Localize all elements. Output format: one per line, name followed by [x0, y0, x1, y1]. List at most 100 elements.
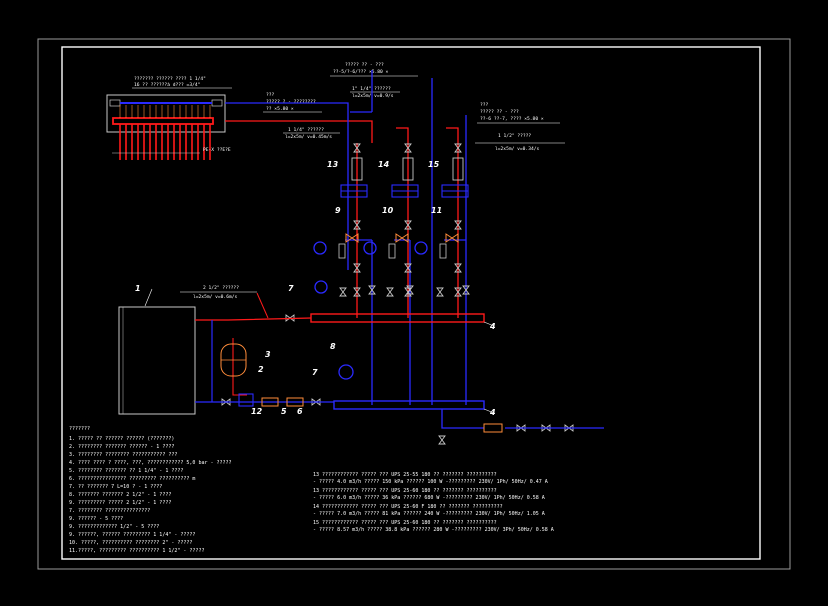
- main-pipe-label-line2: l=2x5m/ v=0.6m/s: [193, 294, 237, 300]
- legend-title: ???????: [69, 426, 90, 432]
- pipe1-label-line2: l=2x5m/ v=0.9/s: [352, 93, 394, 99]
- legend-item: 9. ????????????? 1/2" - 5 ????: [69, 524, 159, 530]
- riser-top-line1: ????? ?? - ???: [345, 62, 384, 68]
- right-label-line1: ???: [480, 102, 489, 108]
- circulation-pumps: [340, 157, 469, 198]
- item-number-3: 3: [265, 350, 271, 359]
- valve-symbol: [404, 263, 412, 273]
- right-label-line3: ??-6 ??-7, ???? ×5.80 ×: [480, 116, 544, 122]
- outer-frame: [37, 38, 791, 570]
- valve-symbol: [516, 424, 526, 432]
- floor-heating-collector: ??????? ?????? ???? 1 1/4" 16 ?? ??????à…: [106, 76, 373, 270]
- valve-symbol: [564, 424, 574, 432]
- pump-spec-line2: - ????? 8.57 m3/h ????? 38.8 kPa ?????? …: [313, 527, 554, 533]
- collector-tag: PE-X ??E?E: [203, 147, 231, 153]
- legend-item: 3. ???????? ???????? ??????????? ???: [69, 452, 177, 458]
- collector-loops: [119, 105, 211, 160]
- item-number-10: 10: [382, 206, 394, 215]
- riser-mid-line2: ????? ? - ????????: [266, 99, 316, 105]
- legend: ??????? 1. ????? ?? ?????? ?????? (?????…: [69, 426, 232, 554]
- legend-item: 9. ????????? ????? 2 1/2" - 1 ????: [69, 500, 171, 506]
- drawing-border: [61, 46, 761, 560]
- item-number-1: 1: [135, 284, 141, 293]
- valve-symbol: [311, 398, 321, 406]
- three-way-valve: [345, 233, 359, 243]
- three-way-valve: [395, 233, 409, 243]
- legend-item: 6. ???????????????? ????????? ??????????…: [69, 476, 195, 482]
- pipe2-label-line2: l=2x5m/ v=0.45m/s: [285, 134, 332, 140]
- legend-item: 10. ?????, ?????????? ???????? 2" - ????…: [69, 540, 192, 546]
- pump-13: [340, 157, 368, 198]
- main-pipes: [195, 292, 604, 429]
- valve-symbol: [436, 287, 444, 297]
- riser-annotations: ????? ?? - ??? ??-5/?-6/??? ×5.80 × ??? …: [180, 62, 565, 300]
- valve-symbol: [353, 143, 361, 153]
- item-number-13: 13: [327, 160, 339, 169]
- item-number-4-supply: 4: [489, 322, 496, 331]
- valve-symbol: [353, 220, 361, 230]
- pump-14: [391, 157, 419, 198]
- boiler: [118, 288, 196, 415]
- right-pipe-label-line1: 1 1/2" ?????: [498, 133, 531, 139]
- valve-symbol: [404, 143, 412, 153]
- return-header: [333, 400, 485, 410]
- legend-item: 7. ???????? ???????????????: [69, 508, 150, 514]
- item-number-14: 14: [378, 160, 390, 169]
- collector-supply-line: [225, 120, 373, 143]
- valve-symbol: [353, 263, 361, 273]
- item-number-7-supply: 7: [288, 284, 294, 293]
- valve-symbol: [368, 285, 376, 295]
- legend-item: 9. ?????? - 5 ????: [69, 516, 123, 522]
- pump-spec-line1: 13 ???????????? ????? ??? UPS 25-55 180 …: [313, 472, 497, 478]
- valve-symbol: [454, 263, 462, 273]
- item-number-8: 8: [330, 342, 336, 351]
- valve-symbol: [386, 287, 394, 297]
- valve-symbol: [462, 285, 470, 295]
- pump-spec-line1: 13 ???????????? ????? ??? UPS 25-60 180 …: [313, 488, 497, 494]
- valve-symbol: [406, 285, 414, 295]
- pump-spec-line2: - ????? 7.0 m3/h ????? 81 kPa ?????? 240…: [313, 511, 545, 517]
- valves: [221, 143, 574, 445]
- item-number-labels: 1 2 3 4 4 5 6 7 7 8 9 10 11 12 13 14 15: [135, 160, 496, 417]
- pump-spec-line2: - ????? 4.0 m3/h ????? 150 kPa ?????? 10…: [313, 479, 548, 485]
- pump-spec-line1: 14 ???????????? ????? ??? UPS 25-60 F 18…: [313, 504, 503, 510]
- legend-item: 5. ???????? ??????? ?? 1 1/4" - 1 ????: [69, 468, 183, 474]
- valve-symbol: [438, 435, 446, 445]
- item-number-4-return: 4: [489, 408, 496, 417]
- valve-symbol: [404, 220, 412, 230]
- item-number-9: 9: [335, 206, 341, 215]
- pump-specs: 13 ???????????? ????? ??? UPS 25-55 180 …: [313, 472, 554, 533]
- collector-header-line1: ??????? ?????? ???? 1 1/4": [134, 76, 206, 82]
- legend-item: 8. ??????? ??????? 2 1/2" - 1 ????: [69, 492, 171, 498]
- legend-item: 9. ??????, ?????? ????????? 1 1/4" - ???…: [69, 532, 195, 538]
- collector-header-line2: 16 ?? ??????à d??? =3/4": [134, 81, 200, 88]
- legend-item: 7. ?? ??????? 7 L=10 ? - 1 ????: [69, 484, 162, 490]
- right-pipe-label-line2: l=2x5m/ v=0.34/s: [495, 146, 539, 152]
- pressure-gauges: [313, 241, 447, 380]
- main-pipe-label-line1: 2 1/2" ??????: [203, 285, 239, 291]
- riser-mid-line3: ?? ×5.80 ×: [266, 106, 294, 112]
- pump-spec-line1: 15 ???????????? ????? ??? UPS 25-60 180 …: [313, 520, 497, 526]
- pump-spec-line2: - ????? 6.0 m3/h ????? 36 kPa ?????? 680…: [313, 495, 545, 501]
- item-number-2: 2: [258, 365, 264, 374]
- three-way-valve: [445, 233, 459, 243]
- item-number-5: 5: [281, 407, 287, 416]
- collector-return-line: [225, 102, 349, 270]
- valve-symbol: [339, 287, 347, 297]
- legend-item: 11.?????, ????????? ?????????? 1 1/2" - …: [69, 548, 204, 554]
- pipe2-label-line1: 1 1/4" ??????: [288, 127, 324, 133]
- riser-mid-line1: ???: [266, 92, 275, 98]
- filter-item-6: [286, 397, 304, 407]
- legend-item: 2. ???????? ??????? ?????? - 1 ????: [69, 444, 174, 450]
- dirt-separator: [261, 397, 279, 407]
- item-number-15: 15: [428, 160, 440, 169]
- valve-symbol: [454, 143, 462, 153]
- valve-symbol: [353, 287, 361, 297]
- pump-15: [441, 157, 469, 198]
- expansion-vessel: [220, 343, 254, 407]
- legend-items: 1. ????? ?? ?????? ?????? (???????)2. ??…: [69, 436, 232, 554]
- item-number-7-return: 7: [312, 368, 318, 377]
- item-number-11: 11: [431, 206, 442, 215]
- item-number-12: 12: [251, 407, 263, 416]
- dirt-filter-return: [483, 423, 503, 433]
